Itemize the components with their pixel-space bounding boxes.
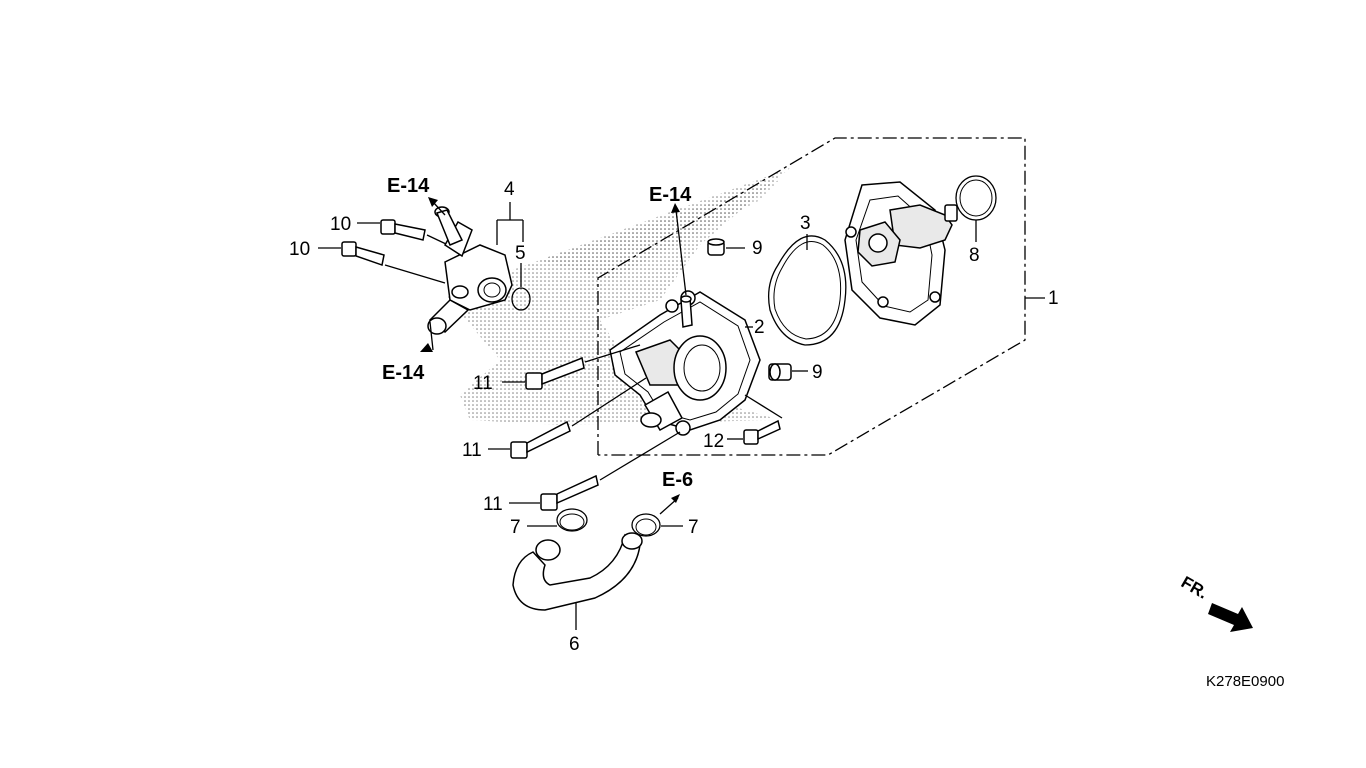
hose-clamp-right-part-7	[631, 494, 683, 537]
label-part-11-bottom: 11	[483, 494, 503, 515]
o-ring-part-5	[511, 263, 531, 311]
ref-label-center: E-14	[649, 184, 692, 206]
direction-label: FR.	[1178, 573, 1211, 603]
label-part-10-lower: 10	[289, 239, 310, 260]
bolt-2-part-11	[488, 377, 647, 459]
label-part-1: 1	[1048, 288, 1059, 309]
dowel-pin-upper-part-9	[707, 238, 745, 256]
label-part-10-upper: 10	[330, 214, 351, 235]
label-part-9-lower: 9	[812, 362, 823, 383]
label-part-11-middle: 11	[462, 440, 482, 461]
water-pump-assembly	[844, 181, 958, 326]
dowel-pin-lower-part-9	[768, 363, 808, 381]
water-joint-part-4	[427, 202, 524, 335]
label-part-11-top: 11	[473, 373, 493, 394]
diagram-code: K278E0900	[1206, 673, 1284, 690]
label-part-3: 3	[800, 213, 811, 234]
gasket-part-3	[767, 234, 847, 346]
ref-label-hose: E-6	[662, 469, 693, 491]
o-ring-part-8	[955, 175, 997, 242]
bolt-upper-part-10	[357, 219, 447, 245]
label-part-4: 4	[504, 179, 515, 200]
part-labels: 1 2 3 4 5 6 7 7 8 9 9 10 10 11 11 11 12	[289, 179, 1059, 655]
label-part-9-upper: 9	[752, 238, 763, 259]
label-part-2: 2	[754, 317, 765, 338]
hose-clamp-left-part-7	[527, 508, 588, 532]
water-hose-part-6	[512, 532, 643, 630]
bolt-lower-part-10	[318, 241, 446, 284]
ref-arrows	[420, 197, 687, 352]
label-part-6: 6	[569, 634, 580, 655]
label-part-7-right: 7	[688, 517, 699, 538]
reference-labels: E-14 E-14 E-14 E-6	[382, 175, 693, 491]
ref-label-lower-left: E-14	[382, 362, 425, 384]
front-direction-arrow: FR.	[1178, 573, 1253, 632]
label-part-7-left: 7	[510, 517, 521, 538]
bolt-1-part-11	[502, 344, 641, 390]
assembly-outline	[597, 137, 1045, 456]
label-part-5: 5	[515, 243, 526, 264]
stipple-shading	[445, 168, 790, 425]
label-part-12: 12	[703, 431, 724, 452]
ref-label-upper-left: E-14	[387, 175, 430, 197]
label-part-8: 8	[969, 245, 980, 266]
bolt-part-12	[727, 394, 783, 445]
bolt-3-part-11	[509, 431, 681, 511]
pump-cover-part-2	[609, 290, 761, 436]
